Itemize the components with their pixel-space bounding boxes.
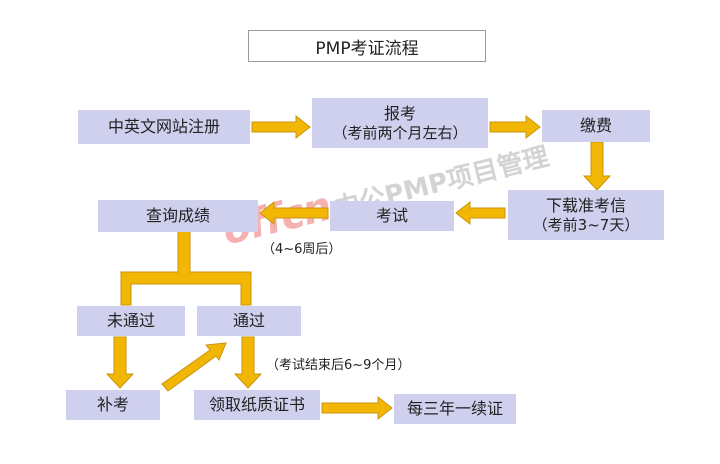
- diagram-title: PMP考证流程: [248, 30, 486, 62]
- node-certificate: 领取纸质证书: [194, 390, 320, 420]
- arrow-retake-to-pass: [161, 342, 227, 392]
- node-pass-label: 通过: [232, 311, 265, 330]
- arrow-apply-to-pay: [489, 114, 541, 140]
- arrow-register-to-apply: [251, 114, 311, 140]
- node-download-note: （考前3~7天）: [532, 215, 640, 234]
- node-pay: 缴费: [542, 110, 650, 142]
- note-result-time: （4~6周后）: [262, 242, 342, 257]
- split-connector: [120, 229, 252, 306]
- node-check-result-label: 查询成绩: [145, 206, 210, 225]
- node-exam: 考试: [330, 201, 454, 231]
- node-download-label: 下载准考信: [545, 195, 626, 215]
- node-apply: 报考 （考前两个月左右）: [312, 98, 488, 148]
- node-check-result: 查询成绩: [98, 200, 258, 232]
- node-fail-label: 未通过: [106, 311, 155, 330]
- arrow-fail-to-retake: [105, 336, 135, 389]
- arrow-pass-to-certificate: [233, 336, 263, 389]
- node-pass: 通过: [197, 306, 301, 336]
- node-certificate-label: 领取纸质证书: [208, 395, 305, 414]
- node-register-site-label: 中英文网站注册: [107, 117, 220, 136]
- arrow-download-to-exam: [455, 200, 506, 226]
- node-register-site: 中英文网站注册: [78, 110, 250, 144]
- node-renew: 每三年一续证: [394, 394, 516, 424]
- node-exam-label: 考试: [375, 206, 408, 225]
- node-apply-note: （考前两个月左右）: [332, 123, 468, 142]
- node-retake-label: 补考: [96, 395, 129, 414]
- node-download: 下载准考信 （考前3~7天）: [508, 190, 664, 240]
- node-retake: 补考: [66, 390, 160, 420]
- node-apply-label: 报考: [383, 103, 416, 123]
- node-fail: 未通过: [77, 306, 185, 336]
- arrow-certificate-to-renew: [321, 395, 393, 421]
- arrow-pay-to-download: [582, 141, 612, 191]
- node-pay-label: 缴费: [579, 116, 612, 135]
- arrow-exam-to-result: [259, 200, 329, 226]
- note-cert-time: （考试结束后6~9个月）: [266, 358, 411, 373]
- node-renew-label: 每三年一续证: [406, 399, 503, 418]
